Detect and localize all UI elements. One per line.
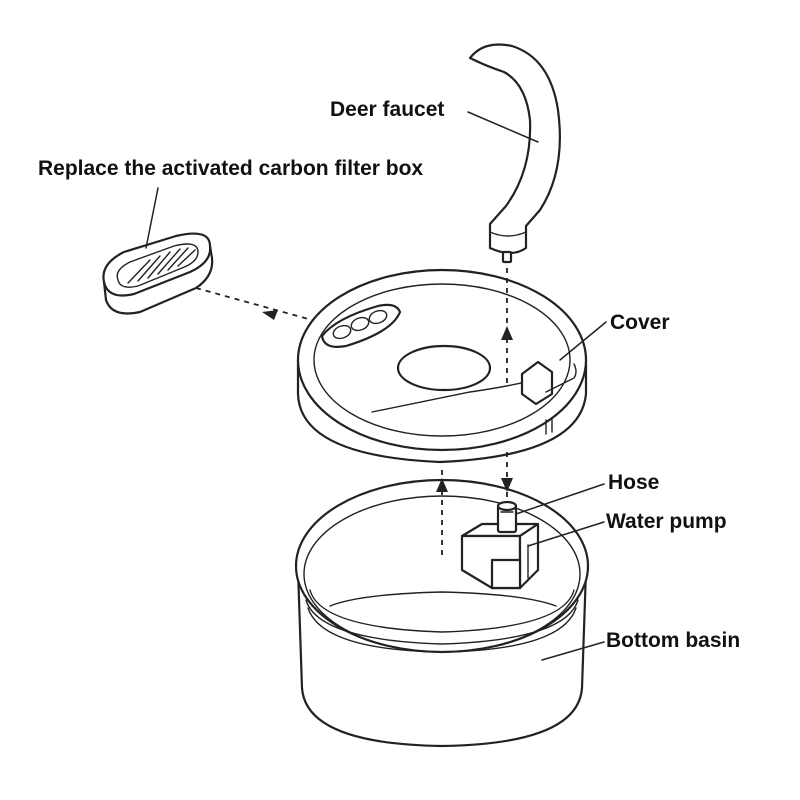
filter-guide-arrow — [262, 310, 278, 320]
cover-leader — [559, 321, 607, 361]
basin-guide-arrow — [436, 478, 448, 492]
bottom-basin — [294, 478, 590, 748]
deer-faucet-label: Deer faucet — [330, 98, 444, 121]
water-pump-leader — [527, 521, 605, 547]
bottom-basin-label: Bottom basin — [606, 629, 740, 652]
cover — [296, 268, 588, 464]
hose-leader — [515, 483, 605, 515]
water-pump-label: Water pump — [606, 510, 727, 533]
water-pump — [460, 522, 540, 590]
filter-box-leader — [145, 187, 159, 249]
hose-label: Hose — [608, 471, 659, 494]
deer-faucet — [468, 43, 561, 264]
filter-box — [102, 232, 214, 315]
deer-faucet-leader — [467, 111, 539, 143]
hose — [496, 500, 518, 534]
faucet-guide-arrow — [501, 326, 513, 340]
filter-guide-line — [195, 287, 313, 321]
pump-guide-arrow — [501, 478, 513, 492]
leader-lines — [145, 111, 607, 661]
bottom-basin-leader — [541, 641, 605, 661]
cover-label: Cover — [610, 311, 670, 334]
filter-box-label: Replace the activated carbon filter box — [38, 157, 423, 180]
assembly-guides — [195, 268, 513, 556]
